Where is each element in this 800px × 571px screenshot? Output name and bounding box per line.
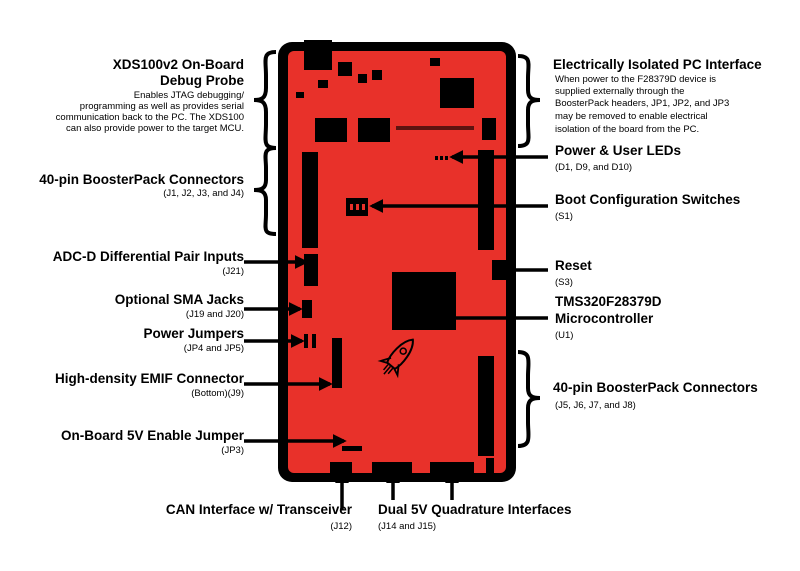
bp-left-sub: (J1, J2, J3, and J4) bbox=[163, 188, 244, 199]
power-jumper-2 bbox=[312, 334, 316, 348]
5v-jumper-title: On-Board 5V Enable Jumper bbox=[60, 428, 244, 443]
quad-sub: (J14 and J15) bbox=[378, 521, 437, 532]
xds-chip-4 bbox=[318, 80, 328, 88]
emif-title: High-density EMIF Connector bbox=[55, 371, 244, 386]
xds-title-2: Debug Probe bbox=[159, 73, 244, 88]
boot-switch-slot-2 bbox=[356, 204, 359, 210]
bp-header-right-upper bbox=[478, 150, 494, 250]
iso-desc-4: may be removed to enable electrical bbox=[555, 111, 708, 122]
bp-left-title: 40-pin BoosterPack Connectors bbox=[39, 172, 244, 187]
brace-bp-left bbox=[253, 146, 277, 236]
xds-regulator bbox=[430, 58, 440, 66]
bp-header-left bbox=[302, 152, 318, 248]
isolator-chip-1 bbox=[315, 118, 347, 142]
reset-title: Reset bbox=[555, 258, 592, 273]
qep-connector-2 bbox=[430, 462, 474, 474]
emif-sub: (Bottom)(J9) bbox=[191, 388, 244, 399]
xds-desc-4: can also provide power to the target MCU… bbox=[66, 123, 244, 134]
power-jumper-1 bbox=[304, 334, 308, 348]
iso-title: Electrically Isolated PC Interface bbox=[553, 57, 762, 72]
bp-right-sub: (J5, J6, J7, and J8) bbox=[555, 400, 636, 411]
boot-title: Boot Configuration Switches bbox=[555, 192, 741, 207]
usb-connector bbox=[304, 40, 332, 70]
iso-desc-3: BoosterPack headers, JP1, JP2, and JP3 bbox=[555, 98, 730, 109]
rocket-logo bbox=[377, 338, 414, 379]
mcu-chip bbox=[392, 272, 456, 330]
leds-sub: (D1, D9, and D10) bbox=[555, 162, 633, 173]
boot-sub: (S1) bbox=[555, 211, 573, 222]
xds-title-1: XDS100v2 On-Board bbox=[112, 57, 244, 72]
quad-title: Dual 5V Quadrature Interfaces bbox=[378, 502, 572, 517]
adc-header bbox=[304, 254, 318, 286]
qep-connector-1 bbox=[372, 462, 412, 474]
xds-desc-3: communication back to the PC. The XDS100 bbox=[55, 112, 244, 123]
led-1 bbox=[435, 156, 438, 160]
iso-desc-2: supplied externally through the bbox=[555, 86, 685, 97]
adc-sub: (J21) bbox=[222, 266, 244, 277]
reset-sub: (S3) bbox=[555, 277, 573, 288]
xds-ftdi-chip bbox=[440, 78, 474, 108]
can-sub: (J12) bbox=[330, 521, 352, 532]
led-3 bbox=[445, 156, 448, 160]
jumper-row bbox=[396, 126, 474, 130]
brace-xds bbox=[253, 50, 277, 150]
xds-chip-1 bbox=[338, 62, 352, 76]
led-2 bbox=[440, 156, 443, 160]
bp-right-title: 40-pin BoosterPack Connectors bbox=[553, 380, 758, 395]
brace-bp-right bbox=[517, 350, 541, 448]
board-pcb bbox=[288, 51, 506, 473]
5v-jumper bbox=[342, 446, 362, 451]
iso-desc-1: When power to the F28379D device is bbox=[555, 74, 717, 85]
emif-connector bbox=[332, 338, 342, 388]
iso-desc-5: isolation of the board from the PC. bbox=[555, 124, 700, 135]
brace-iso bbox=[517, 54, 541, 148]
boot-switch-slot-1 bbox=[350, 204, 353, 210]
sma-jacks bbox=[302, 300, 312, 318]
leds-title: Power & User LEDs bbox=[555, 143, 682, 158]
5v-jumper-sub: (JP3) bbox=[221, 445, 244, 456]
bp-header-right-lower bbox=[478, 356, 494, 456]
can-title: CAN Interface w/ Transceiver bbox=[165, 502, 352, 517]
board bbox=[278, 40, 516, 482]
power-jumpers-title: Power Jumpers bbox=[143, 326, 244, 341]
adc-title: ADC-D Differential Pair Inputs bbox=[52, 249, 244, 264]
boot-switch-slot-3 bbox=[362, 204, 365, 210]
sma-title: Optional SMA Jacks bbox=[114, 292, 244, 307]
isolator-chip-2 bbox=[358, 118, 390, 142]
sma-sub: (J19 and J20) bbox=[185, 309, 244, 320]
xds-chip-5 bbox=[296, 92, 304, 98]
xds-chip-2 bbox=[358, 74, 367, 83]
xds-chip-3 bbox=[372, 70, 382, 80]
power-jumpers-sub: (JP4 and JP5) bbox=[183, 343, 244, 354]
xds-desc-2: programming as well as provides serial bbox=[79, 101, 244, 112]
mcu-title-1: TMS320F28379D bbox=[555, 294, 662, 309]
xds-desc-1: Enables JTAG debugging/ bbox=[133, 90, 244, 101]
bp-header-right-tail bbox=[486, 458, 494, 476]
mcu-title-2: Microcontroller bbox=[555, 311, 654, 326]
xds-connector-right bbox=[482, 118, 496, 140]
mcu-sub: (U1) bbox=[555, 330, 574, 341]
